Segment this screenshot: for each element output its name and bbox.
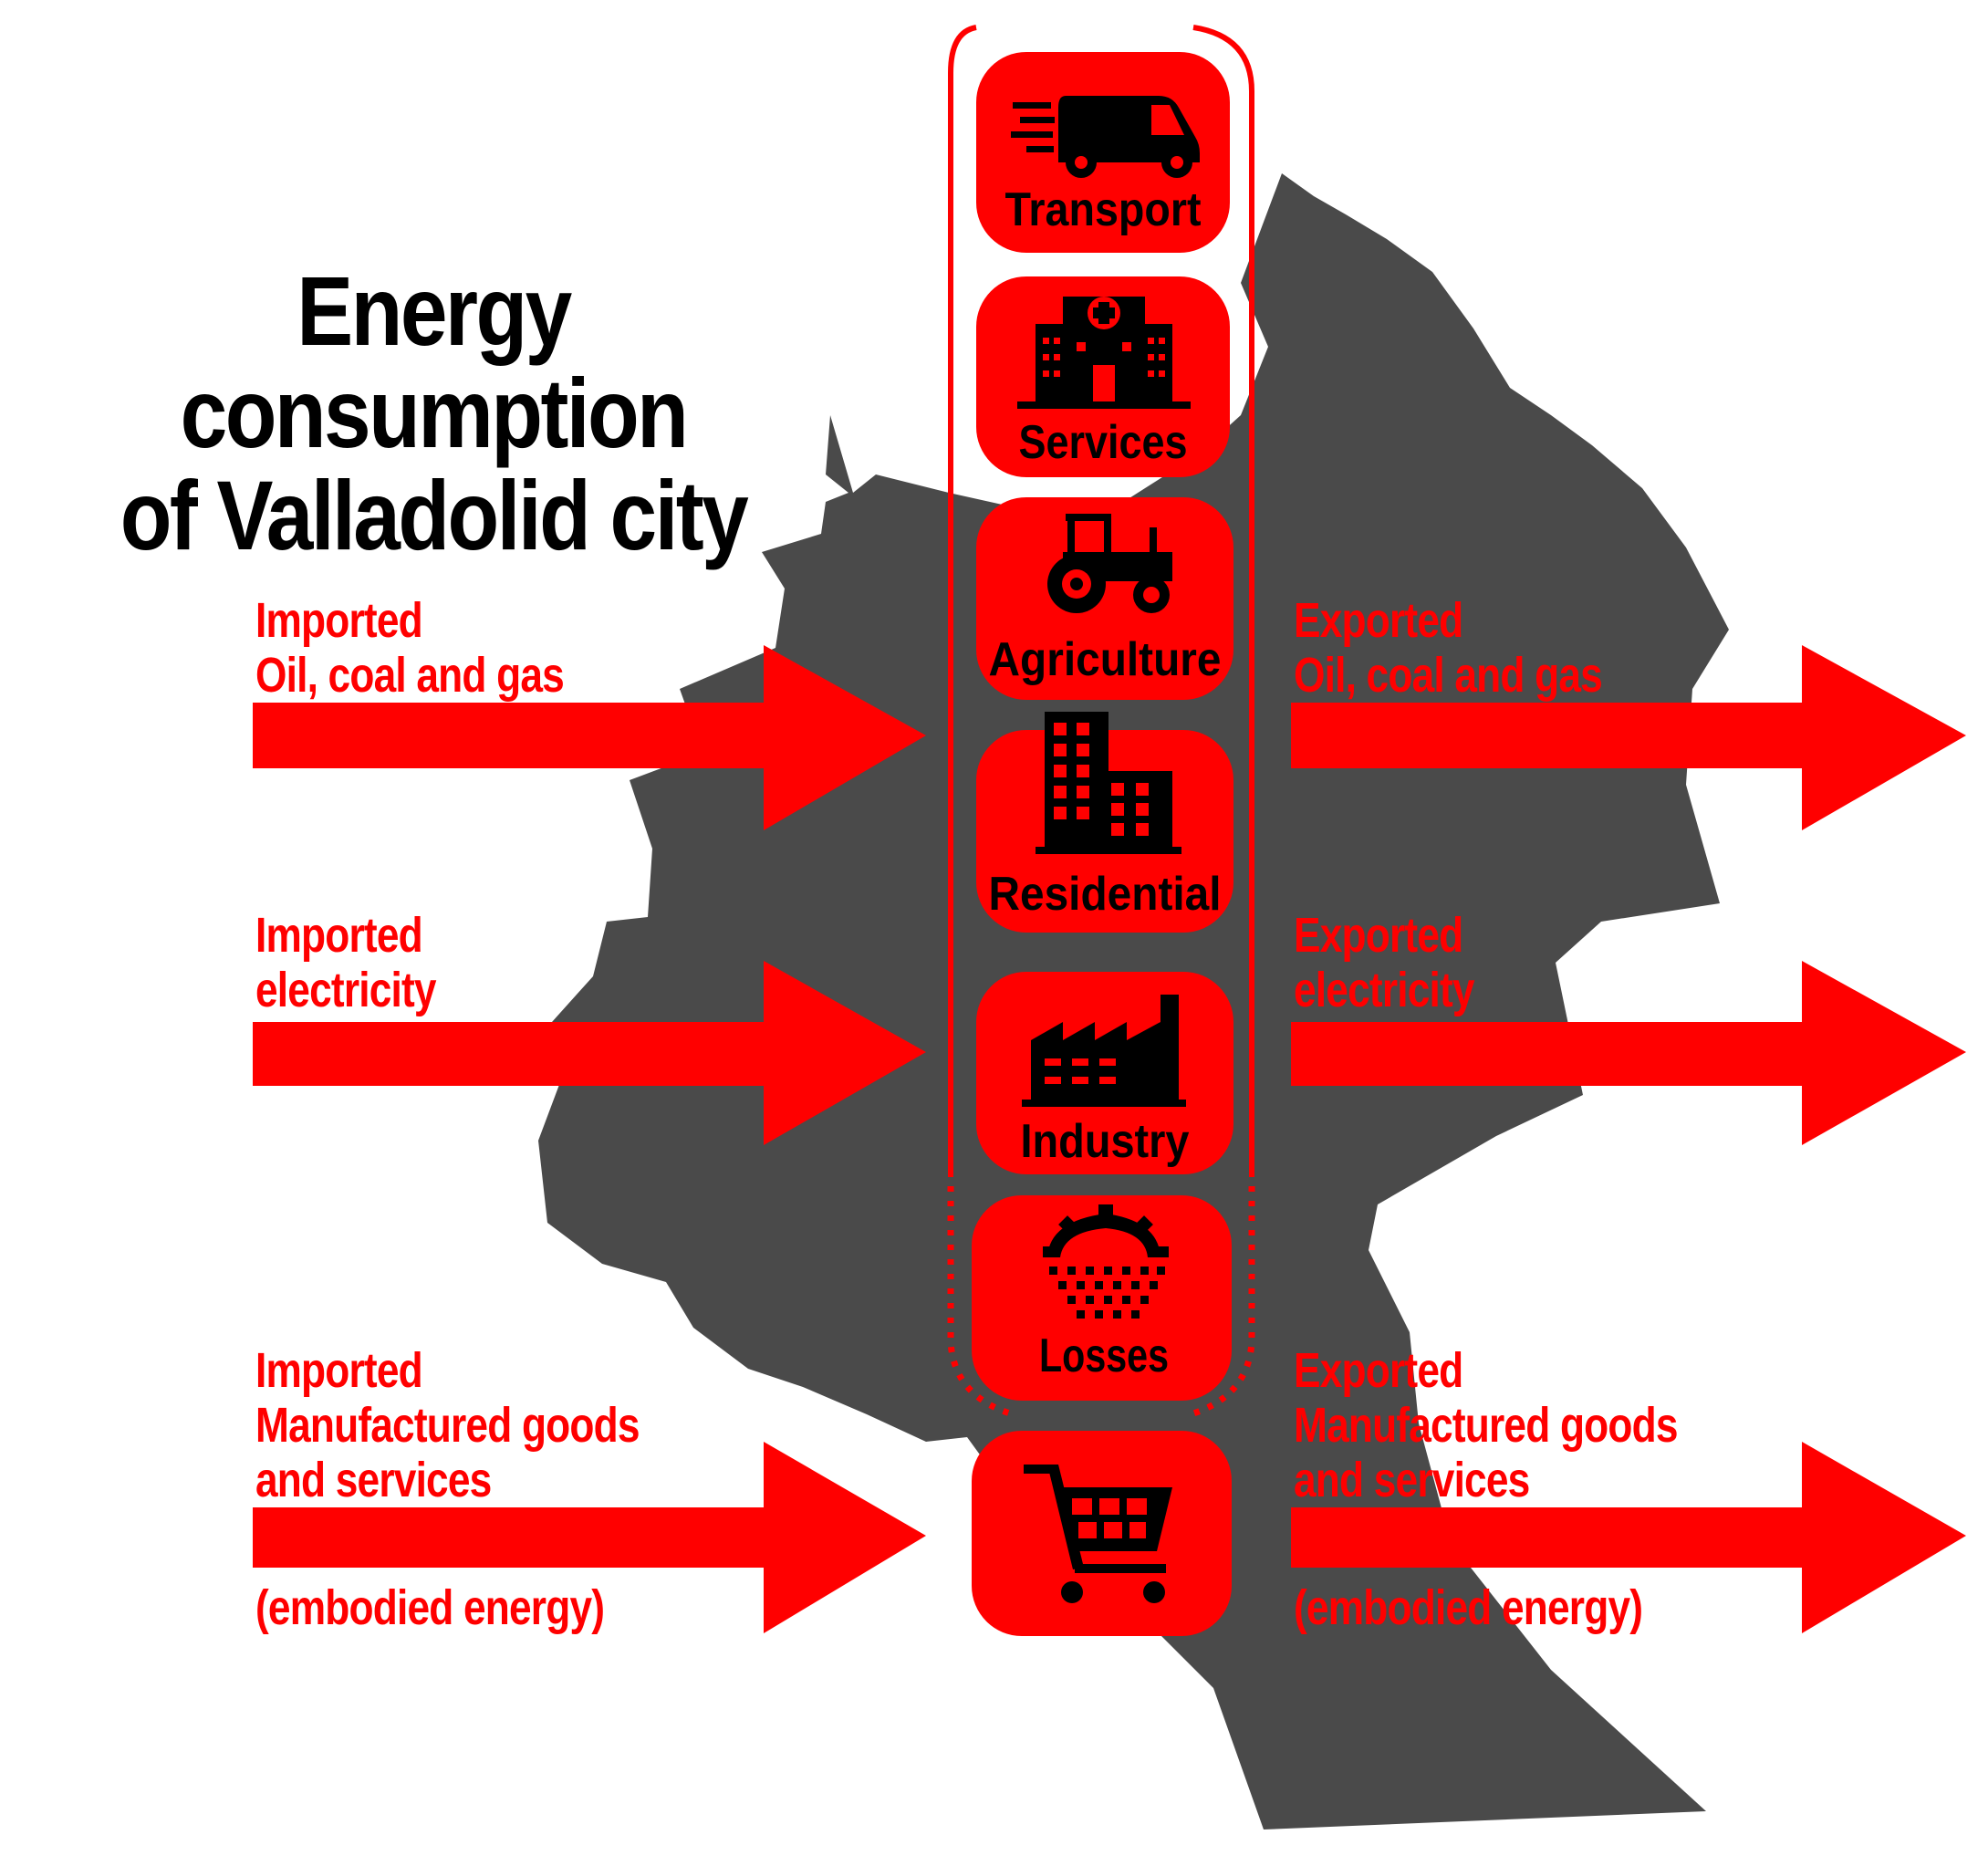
consumption-bracket: [948, 25, 977, 1177]
import-label-goods-line3: and services: [255, 1453, 492, 1507]
sector-tile-transport: Transport: [976, 52, 1230, 253]
dissipating-gear-icon: [1043, 1204, 1169, 1319]
export-label-electricity: Exported electricity: [1294, 908, 1475, 1017]
import-label-electricity-line2: electricity: [255, 963, 437, 1017]
import-label-fossil: Imported Oil, coal and gas: [255, 593, 565, 703]
export-label-goods-line1: Exported: [1294, 1343, 1463, 1398]
title-line-2: of Valladolid city: [120, 460, 749, 570]
sector-label-industry: Industry: [1021, 1115, 1190, 1168]
sector-label-transport: Transport: [1005, 183, 1202, 236]
export-label-electricity-line1: Exported: [1294, 908, 1463, 963]
export-arrow-fossil: [1291, 645, 1966, 830]
consumption-bracket-right: [1192, 25, 1254, 1177]
import-arrow-electricity: [253, 961, 926, 1145]
shopping-cart-icon: [1024, 1465, 1172, 1603]
export-label-goods-line2: Manufactured goods: [1294, 1398, 1678, 1453]
import-label-electricity-line1: Imported: [255, 908, 423, 963]
sector-label-agriculture: Agriculture: [989, 633, 1222, 686]
export-arrow-electricity: [1291, 961, 1966, 1145]
import-label-goods-line1: Imported: [255, 1343, 423, 1398]
export-label-electricity-line2: electricity: [1294, 963, 1475, 1017]
title-line-1: Energy consumption: [180, 255, 689, 468]
import-label-goods-note: (embodied energy): [255, 1580, 605, 1635]
tractor-icon: [1047, 514, 1172, 613]
sector-label-services: Services: [1019, 416, 1188, 469]
sector-label-losses: Losses: [1039, 1329, 1169, 1382]
sector-tile-goods: [972, 1431, 1232, 1636]
page-title: Energy consumption of Valladolid city: [61, 260, 807, 567]
import-label-goods: Imported Manufactured goods and services: [255, 1343, 640, 1507]
export-label-fossil-line1: Exported: [1294, 593, 1463, 648]
export-label-fossil: Exported Oil, coal and gas: [1294, 593, 1603, 703]
sector-label-residential: Residential: [989, 868, 1222, 921]
import-label-fossil-line2: Oil, coal and gas: [255, 648, 565, 703]
export-label-fossil-line2: Oil, coal and gas: [1294, 648, 1603, 703]
apartment-building-icon: [1036, 712, 1181, 854]
delivery-van-icon: [1011, 96, 1200, 178]
export-arrow-goods: [1291, 1442, 1966, 1633]
sector-tile-agriculture: Agriculture: [976, 497, 1233, 700]
export-label-goods-note: (embodied energy): [1294, 1580, 1643, 1635]
sector-tile-losses: Losses: [972, 1195, 1232, 1401]
import-label-goods-line2: Manufactured goods: [255, 1398, 640, 1453]
export-label-goods: Exported Manufactured goods and services: [1294, 1343, 1678, 1507]
sector-tile-industry: Industry: [976, 972, 1233, 1174]
import-label-fossil-line1: Imported: [255, 593, 423, 648]
export-label-goods-line3: and services: [1294, 1453, 1530, 1507]
import-arrow-fossil: [253, 645, 926, 830]
sector-tile-services: Services: [976, 276, 1230, 477]
import-label-electricity: Imported electricity: [255, 908, 437, 1017]
sector-tile-residential: Residential: [976, 712, 1233, 933]
hospital-building-icon: [1017, 297, 1191, 409]
factory-icon: [1022, 995, 1186, 1107]
import-arrow-goods: [253, 1442, 926, 1633]
